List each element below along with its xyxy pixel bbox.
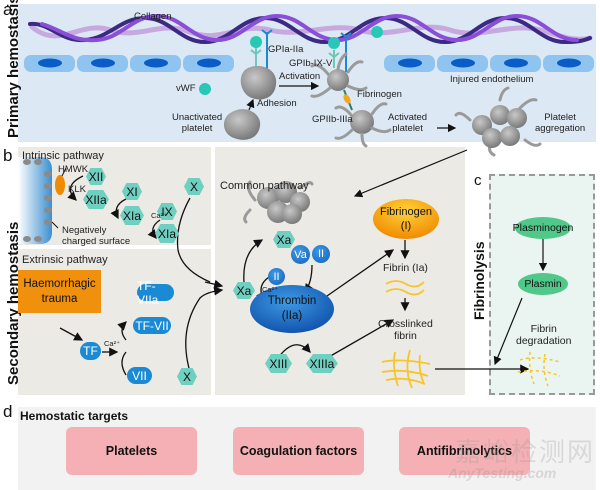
factor-ii-side: II (268, 268, 285, 285)
factor-xii: XII (86, 168, 106, 185)
common-pathway-title: Common pathway (220, 180, 309, 192)
intrinsic-arrows (67, 175, 211, 283)
panel-letter-d: d (3, 402, 13, 421)
label-platelet-aggregation: Platelet aggregation (535, 112, 586, 134)
vwf-molecule-3 (371, 26, 383, 38)
factor-xiia: XIIa (83, 190, 109, 209)
fibrin-strands (385, 280, 425, 296)
vwf-icon (199, 83, 211, 95)
plasminogen-ellipse (515, 217, 571, 239)
activated-platelet-bottom (334, 102, 392, 148)
factor-va: Va (291, 245, 310, 264)
factor-tf-vii: TF-VII (133, 317, 171, 334)
endothelium-right (384, 55, 594, 72)
factor-ii-top: II (312, 245, 330, 263)
watermark-en: AnyTesting.com (448, 465, 557, 481)
label-fibrin-degradation: Fibrin degradation (516, 323, 572, 348)
factor-xa-top: Xa (273, 231, 295, 248)
plasmin-ellipse (518, 273, 568, 295)
label-ca-common: Ca²⁺ (262, 285, 279, 294)
factor-xiiia: XIIIa (306, 354, 338, 373)
crosslinked-fibrin-mesh (381, 349, 431, 389)
plasmin-label: Plasmin (524, 278, 562, 290)
thrombin-label: Thrombin (IIa) (267, 295, 317, 322)
label-fibrinogen-a: Fibrinogen (357, 89, 402, 100)
factor-ix: IX (157, 203, 177, 220)
label-negatively-charged-surface: Negatively charged surface (62, 225, 131, 247)
extrinsic-pathway-title: Extrinsic pathway (22, 254, 108, 266)
label-adhesion: Adhesion (257, 98, 297, 109)
factor-xi: XI (122, 183, 142, 200)
factor-xa-left: Xa (233, 282, 255, 299)
panel-letter-b: b (3, 146, 13, 165)
label-vwf: vWF (176, 83, 196, 94)
target-platelets: Platelets (66, 427, 197, 475)
label-activation: Activation (279, 71, 321, 82)
label-hmwk: HMWK (58, 164, 89, 175)
factor-xiii: XIII (265, 354, 292, 373)
platelet-cluster-common (243, 180, 314, 224)
label-fibrin: Fibrin (Ia) (383, 262, 428, 274)
unactivated-platelet (223, 109, 261, 140)
adhered-platelet (240, 65, 277, 100)
endothelium-left (24, 55, 234, 72)
plasminogen-label: Plasminogen (512, 222, 574, 234)
label-gpib-ix-v: GPIb-IX-V (289, 58, 333, 69)
label-gpia-iia: GPIa-IIa (268, 44, 304, 55)
label-ca-intrinsic: Ca²⁺ (151, 211, 168, 220)
fibrinogen-ellipse (373, 199, 439, 239)
collagen-fibers (28, 13, 593, 45)
label-ca-extrinsic: Ca²⁺ (104, 339, 121, 348)
extrinsic-arrows (59, 279, 224, 376)
label-unactivated-platelet: Unactivated platelet (172, 112, 223, 134)
vwf-molecule-2 (328, 37, 340, 49)
label-activated-platelet: Activated platelet (388, 112, 428, 134)
negatively-charged-surface (18, 157, 52, 244)
factor-x-intrinsic: X (184, 178, 204, 195)
target-coagulation-factors: Coagulation factors (233, 427, 364, 475)
haemorrhagic-trauma-box: Haemorrhagic trauma (18, 270, 101, 313)
panel-letter-a: a (3, 0, 13, 19)
common-box (215, 147, 465, 395)
panel-letter-c: c (474, 172, 482, 189)
hemostatic-targets-title: Hemostatic targets (20, 409, 129, 423)
fibrinogen-label: Fibrinogen (I) (380, 205, 432, 232)
platelet-aggregate (454, 86, 542, 157)
label-gpiib-iiia: GPIIb-IIIa (312, 114, 353, 125)
label-injured-endothelium: Injured endothelium (450, 74, 534, 85)
label-klk: KLK (68, 184, 86, 195)
fibrin-degradation-fragments (517, 351, 561, 387)
factor-x-extrinsic: X (177, 368, 197, 385)
factor-tf-viia: TF-VIIa (137, 279, 174, 307)
thrombin-ellipse (250, 285, 334, 333)
label-collagen: Collagen (134, 11, 172, 22)
factor-vii: VII (127, 367, 152, 384)
factor-xia-1: XIa (120, 206, 144, 225)
label-crosslinked-fibrin: Crosslinked fibrin (378, 318, 433, 343)
target-antifibrinolytics: Antifibrinolytics (399, 427, 530, 475)
factor-ixa: XIa (155, 224, 179, 243)
intrinsic-pathway-title: Intrinsic pathway (22, 150, 104, 162)
watermark-cn: 嘉峪检测网 (455, 437, 596, 467)
vwf-molecule-1 (250, 36, 262, 48)
fibrinogen-bridge (343, 89, 353, 111)
activated-platelet-top (310, 52, 368, 98)
factor-tf: TF (80, 342, 101, 360)
hmwk-molecule (55, 175, 65, 195)
